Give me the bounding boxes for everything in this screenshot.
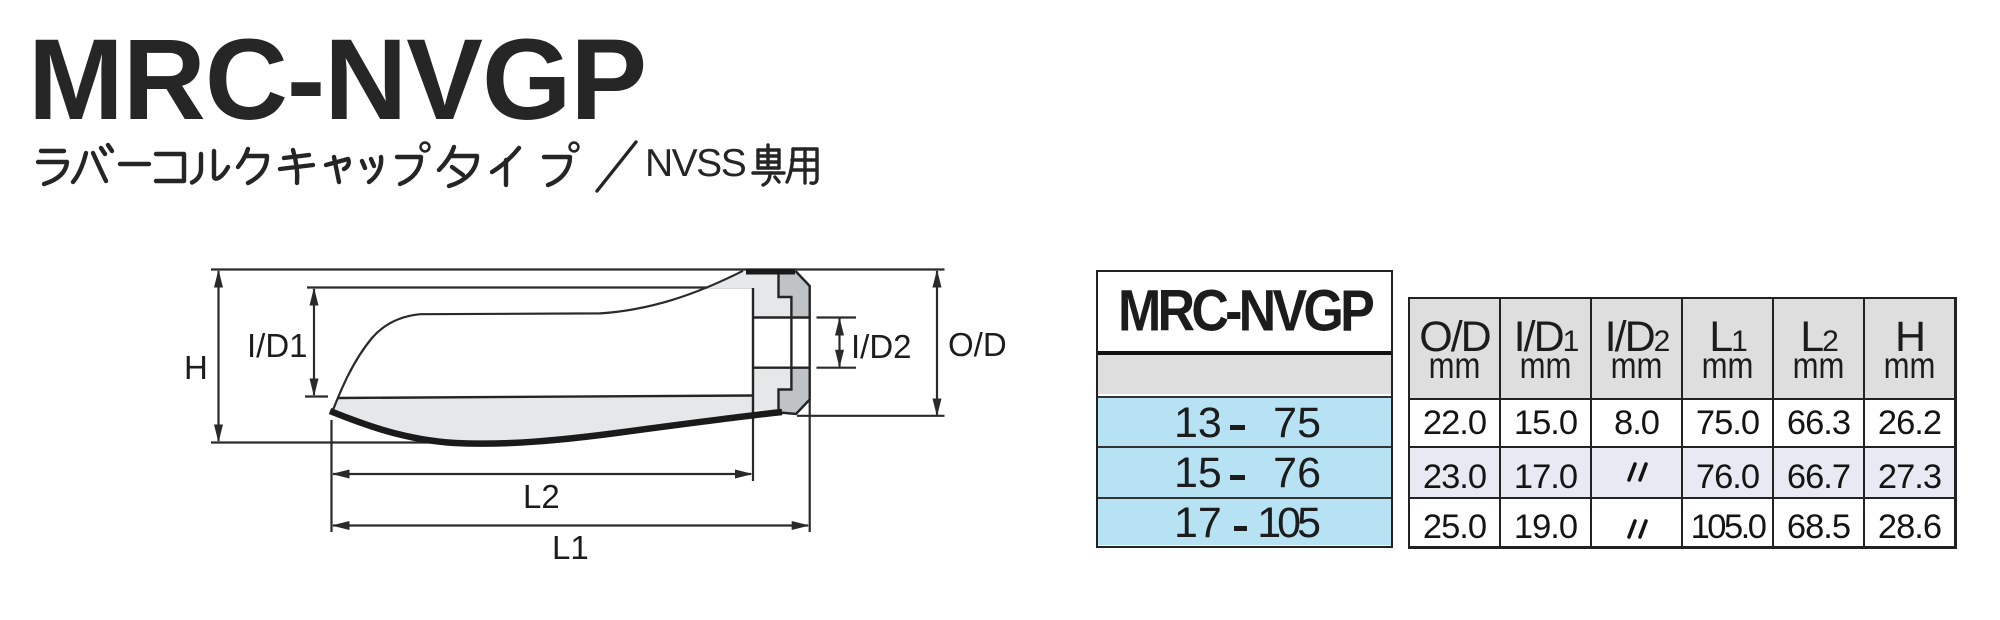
svg-text:I/D2: I/D2 <box>851 328 912 365</box>
svg-text:L2: L2 <box>523 478 560 515</box>
svg-text:L1: L1 <box>552 529 589 566</box>
svg-text:I/D1: I/D1 <box>247 327 308 364</box>
svg-text:O/D: O/D <box>948 326 1007 363</box>
svg-text:NVSS: NVSS <box>645 142 746 185</box>
svg-text:H: H <box>184 349 208 386</box>
